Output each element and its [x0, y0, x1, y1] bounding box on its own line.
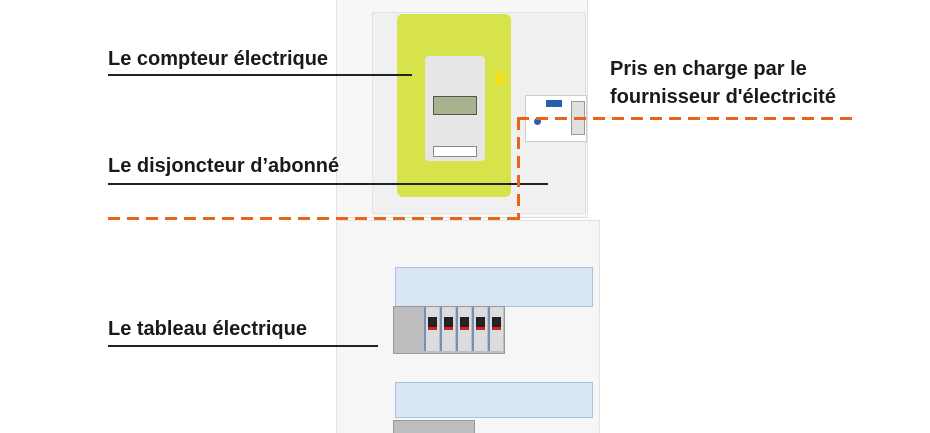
breaker-dial	[534, 118, 541, 125]
boundary-dash-bottom	[108, 217, 521, 220]
label-supplier-line1: Pris en charge par le	[610, 58, 807, 80]
meter-buttons	[433, 146, 477, 157]
electric-meter	[397, 14, 511, 197]
label-breaker: Le disjoncteur d’abonné	[108, 155, 340, 177]
label-meter: Le compteur électrique	[108, 48, 329, 70]
leader-line-board	[108, 345, 378, 347]
breaker-row-2	[393, 420, 475, 433]
rail-cover-top	[395, 267, 593, 307]
leader-line-breaker	[108, 183, 548, 185]
meter-seal	[495, 72, 505, 86]
breaker-row	[393, 306, 505, 354]
breaker-logo	[546, 100, 562, 107]
label-board: Le tableau électrique	[108, 318, 307, 340]
boundary-dash-top	[517, 117, 853, 120]
meter-display	[433, 96, 477, 115]
meter-face	[425, 56, 485, 161]
boundary-dash-vertical	[517, 118, 520, 220]
rail-cover-bottom	[395, 382, 593, 418]
label-supplier-line2: fournisseur d'électricité	[610, 86, 836, 108]
leader-line-meter	[108, 74, 412, 76]
label-supplier: Pris en charge par le fournisseur d'élec…	[610, 55, 836, 111]
